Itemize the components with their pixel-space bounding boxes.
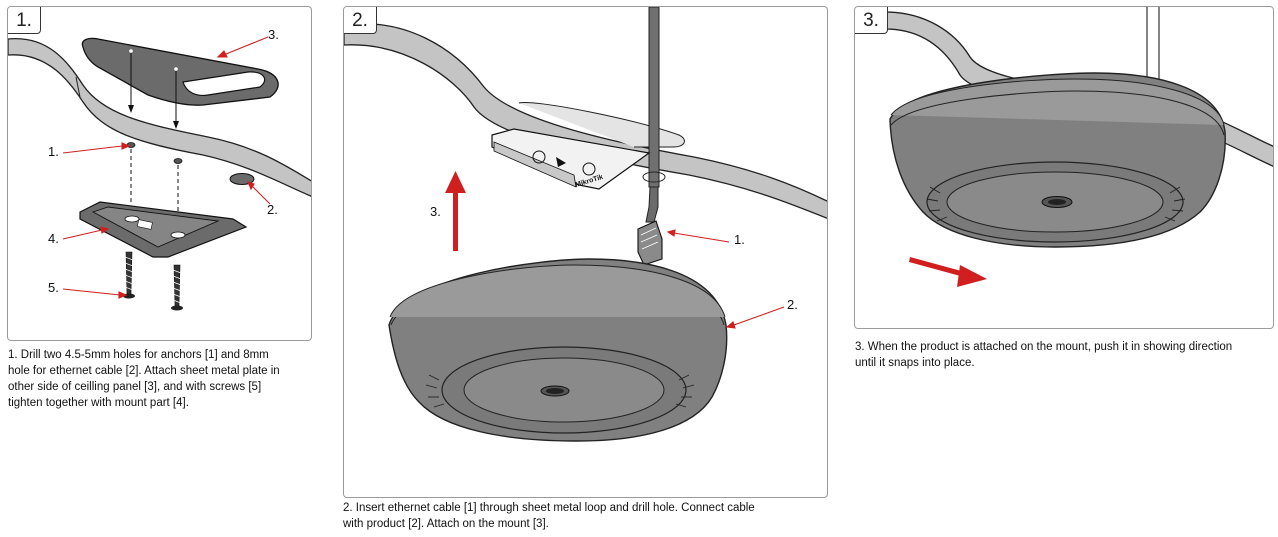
step-2-caption: 2. Insert ethernet cable [1] through she… (343, 502, 755, 530)
step-1-panel: 1. (7, 6, 312, 341)
step-3-illustration (884, 7, 1273, 287)
mount-part (79, 201, 248, 258)
step-3-panel: 3. (854, 6, 1274, 329)
sheet-metal-plate (81, 37, 279, 106)
callout-ethernet-cable: 1. (734, 232, 745, 247)
ceiling-panel-edge (75, 76, 81, 98)
wireless-access-point (388, 258, 728, 442)
step-3-caption: 3. When the product is attached on the m… (855, 341, 1233, 369)
ceiling-panel (344, 23, 827, 219)
up-arrow (445, 171, 466, 251)
step-2-number: 2. (344, 7, 377, 34)
ceiling-panel (884, 11, 1273, 167)
step-2-panel: 2. MikroTik (343, 6, 828, 498)
callout-product: 2. (787, 297, 798, 312)
step-2-illustration: MikroTik (344, 7, 827, 442)
rj45-connector (637, 220, 663, 266)
step-3-number: 3. (855, 7, 888, 34)
callout-mount-part: 4. (48, 231, 59, 246)
push-direction-arrow (909, 257, 987, 287)
wireless-access-point (889, 72, 1226, 248)
callout-cable-hole: 2. (267, 202, 278, 217)
anchor-hole (173, 158, 183, 164)
ceiling-panel (8, 38, 311, 197)
mount-part: MikroTik (491, 128, 651, 190)
callout-attach-mount: 3. (430, 204, 441, 219)
ethernet-cable (648, 7, 660, 188)
screw (123, 251, 135, 299)
callout-sheet-plate: 3. (268, 27, 279, 42)
step-1-number: 1. (8, 7, 41, 34)
callout-anchors: 1. (48, 144, 59, 159)
step-1-illustration (8, 36, 311, 311)
step-1-caption: 1. Drill two 4.5-5mm holes for anchors [… (8, 349, 280, 409)
callout-screws: 5. (48, 280, 59, 295)
screw (171, 264, 183, 311)
